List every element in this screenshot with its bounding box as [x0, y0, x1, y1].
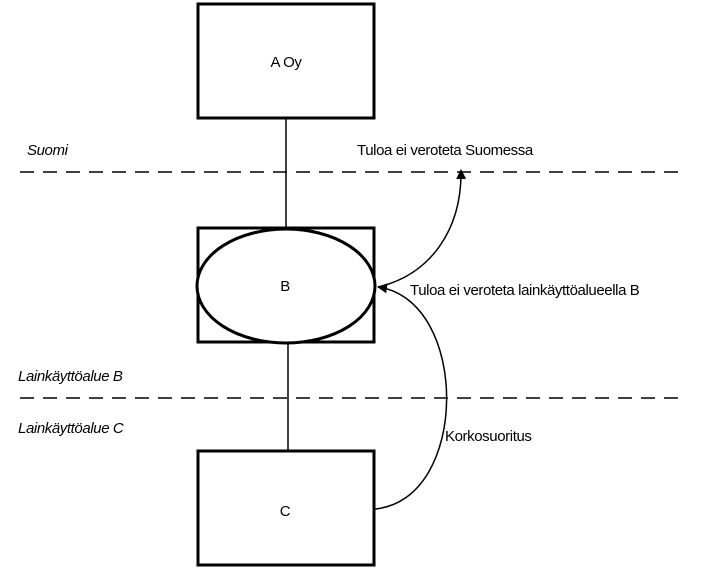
annotation-not-taxed-finland: Tuloa ei veroteta Suomessa: [357, 142, 534, 159]
arrow-interest-c-to-b: [374, 283, 448, 510]
annotation-interest-payment: Korkosuoritus: [445, 428, 532, 445]
zone-b-label: Lainkäyttöalue B: [18, 368, 123, 385]
node-c-box: [196, 449, 376, 567]
node-a-box: [196, 2, 376, 120]
node-b-label: B: [280, 278, 290, 295]
annotation-not-taxed-b: Tuloa ei veroteta lainkäyttöalueella B: [410, 282, 640, 299]
zone-suomi-label: Suomi: [27, 142, 69, 159]
node-a-label: A Oy: [271, 54, 303, 71]
arrow-b-to-finland: [377, 169, 467, 288]
node-b-ellipse: [195, 227, 377, 345]
node-c-label: C: [280, 503, 291, 520]
zone-c-label: Lainkäyttöalue C: [18, 420, 124, 437]
